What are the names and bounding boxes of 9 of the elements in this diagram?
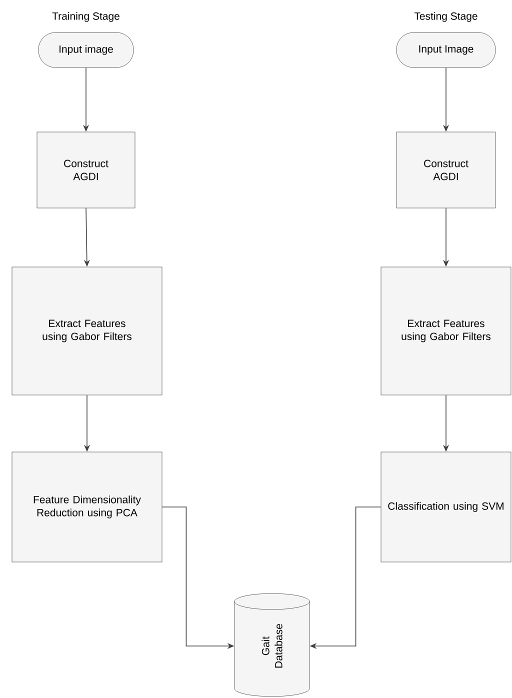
process-box: Feature Dimensionality Reduction using PCA: [12, 452, 162, 562]
stage-heading: Testing Stage: [414, 12, 478, 22]
process-box: Classification using SVM: [380, 452, 512, 562]
process-box: Construct AGDI: [36, 132, 136, 208]
process-box: Construct AGDI: [396, 132, 496, 208]
process-box: Extract Features using Gabor Filters: [12, 266, 162, 396]
stage-heading: Training Stage: [52, 12, 120, 22]
process-box: Extract Features using Gabor Filters: [380, 266, 512, 396]
database-cylinder: Gait Database: [234, 593, 310, 697]
